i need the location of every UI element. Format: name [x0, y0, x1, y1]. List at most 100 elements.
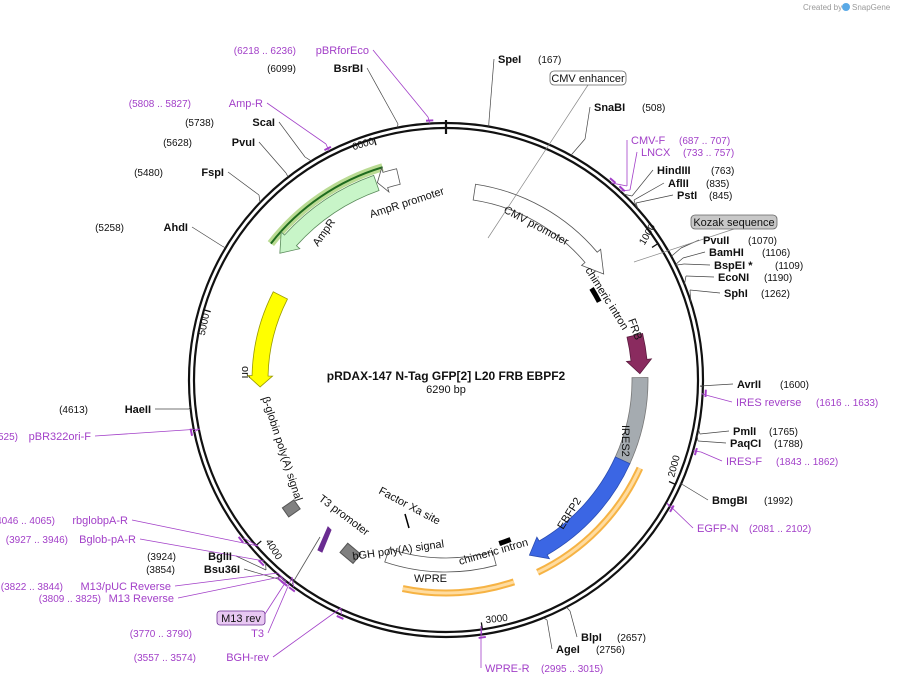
site-econi-position: (1190) — [764, 273, 792, 284]
primer-amp-r-position: (5808 .. 5827) — [129, 99, 191, 110]
site-spei-name: SpeI — [498, 54, 521, 66]
site-leader-elbow — [191, 226, 223, 247]
primer-wpre-r-name: WPRE-R — [485, 663, 530, 675]
site-leader — [684, 275, 687, 285]
primer-leader — [610, 182, 628, 187]
site-leader-elbow — [488, 58, 495, 122]
tick-mark — [203, 309, 211, 313]
site-leader — [675, 257, 684, 265]
primer-leader-elbow — [94, 428, 201, 437]
site-sphi-name: SphI — [724, 288, 748, 300]
site-haeii-name: HaeII — [125, 404, 151, 416]
orange-highlight-1-inner — [536, 467, 642, 574]
site-fspi-position: (5480) — [134, 168, 163, 179]
site-leader-elbow — [697, 440, 727, 444]
outer-feature-kozak-sequence-label: Kozak sequence — [693, 217, 774, 229]
site-leader — [396, 123, 399, 128]
feature-wpre-label: WPRE — [414, 573, 447, 585]
site-psti-position: (845) — [709, 191, 732, 202]
feature-frb-arrow — [625, 333, 653, 375]
primer-leader-elbow — [131, 519, 259, 547]
site-hindiii-position: (763) — [711, 166, 734, 177]
feature-t3-promoter-arrow — [317, 526, 332, 553]
site-sphi-position: (1262) — [761, 289, 790, 300]
site-leader — [675, 263, 685, 266]
feature-ori-arrow — [246, 291, 288, 388]
primer-bglob-pa-r-name: Bglob-pA-R — [79, 534, 136, 546]
primer-leader-elbow — [267, 576, 293, 634]
site-aflii-position: (835) — [706, 179, 729, 190]
site-leader — [285, 172, 289, 178]
site-leader — [543, 617, 548, 621]
site-scai-name: ScaI — [252, 117, 275, 129]
primer-t3-position: (3770 .. 3790) — [130, 629, 192, 640]
site-bspei-name: BspEI * — [714, 260, 753, 272]
primer-rbglobpa-r-position: (4046 .. 4065) — [0, 516, 55, 527]
primer-leader — [264, 581, 287, 615]
feature-ampr-arrow — [279, 174, 380, 254]
primer-leader-elbow — [266, 102, 327, 145]
site-aflii-name: AflII — [668, 178, 689, 190]
snapgene-credit: Created by SnapGene — [803, 3, 891, 12]
primer-leader-elbow — [666, 502, 694, 529]
green-highlight-core — [270, 166, 383, 245]
primer-egfp-n-position: (2081 .. 2102) — [749, 524, 811, 535]
primer-leader-elbow — [177, 576, 281, 599]
primer-site-mark — [336, 615, 344, 620]
site-bsrbi-position: (6099) — [267, 64, 296, 75]
site-leader — [188, 406, 191, 410]
site-econi-name: EcoNI — [718, 272, 749, 284]
feature-chimeric-intron-2-bar — [498, 537, 512, 546]
tick-label: 1000 — [638, 222, 659, 247]
site-blpi-name: BlpI — [581, 632, 602, 644]
site-bmgbi-position: (1992) — [764, 496, 793, 507]
outer-feature-leader — [487, 84, 589, 239]
primer-m13-rev-box — [216, 610, 266, 626]
primer-site-mark — [609, 177, 617, 184]
primer-leader — [291, 576, 295, 588]
feature-chimeric-intron-label: chimeric intron — [582, 265, 630, 332]
site-leader-elbow — [689, 289, 721, 294]
feature-t3-promoter-leader — [291, 536, 321, 585]
primer-leader — [620, 189, 631, 192]
site-bsu36i-name: Bsu36I — [204, 564, 240, 576]
credit-brand: SnapGene — [852, 3, 891, 12]
primer-leader — [243, 537, 259, 547]
site-leader — [633, 199, 637, 208]
primer-m13-reverse-name: M13 Reverse — [109, 593, 174, 605]
site-labels: SpeI(167)SnaBI(508)HindIII(763)AflII(835… — [0, 45, 878, 675]
primer-site-mark — [237, 536, 244, 544]
site-leader — [258, 194, 261, 203]
feature-beta-globin-polya-box — [281, 499, 301, 518]
site-agei-position: (2756) — [596, 645, 625, 656]
feature-ampr-promoter-label: AmpR promoter — [368, 185, 446, 221]
site-leader-elbow — [631, 169, 654, 197]
site-paqci-name: PaqCI — [730, 438, 761, 450]
site-scai-position: (5738) — [185, 118, 214, 129]
site-leader — [623, 193, 633, 197]
site-leader-elbow — [685, 275, 715, 278]
site-paqci-position: (1788) — [774, 439, 803, 450]
site-leader — [566, 606, 571, 612]
site-leader — [570, 138, 586, 156]
primer-pbrforeco-name: pBRforEco — [316, 45, 369, 57]
site-pmli-name: PmlI — [733, 426, 756, 438]
site-spei-position: (167) — [538, 55, 561, 66]
site-leader-elbow — [366, 67, 399, 125]
site-leader-elbow — [278, 121, 306, 158]
outer-feature-cmv-enhancer-label: CMV enhancer — [551, 73, 625, 85]
feature-globin-poly-a-signal-label: β-globin poly(A) signal — [259, 395, 304, 502]
tick-label: 3000 — [485, 613, 509, 626]
site-hindiii-name: HindIII — [657, 165, 691, 177]
leader-lines — [94, 49, 735, 668]
site-leader-elbow — [682, 251, 706, 259]
site-leader-elbow — [633, 182, 665, 201]
feature-factor-xa-site-label: Factor Xa site — [377, 485, 443, 527]
primer-ires-f-name: IRES-F — [726, 456, 762, 468]
primer-leader — [325, 143, 330, 152]
site-leader-elbow — [227, 171, 260, 196]
primer-leader-elbow — [174, 572, 279, 587]
site-leader — [697, 428, 701, 435]
primer-bglob-pa-r-position: (3927 .. 3946) — [6, 535, 68, 546]
primer-site-mark — [478, 635, 486, 639]
